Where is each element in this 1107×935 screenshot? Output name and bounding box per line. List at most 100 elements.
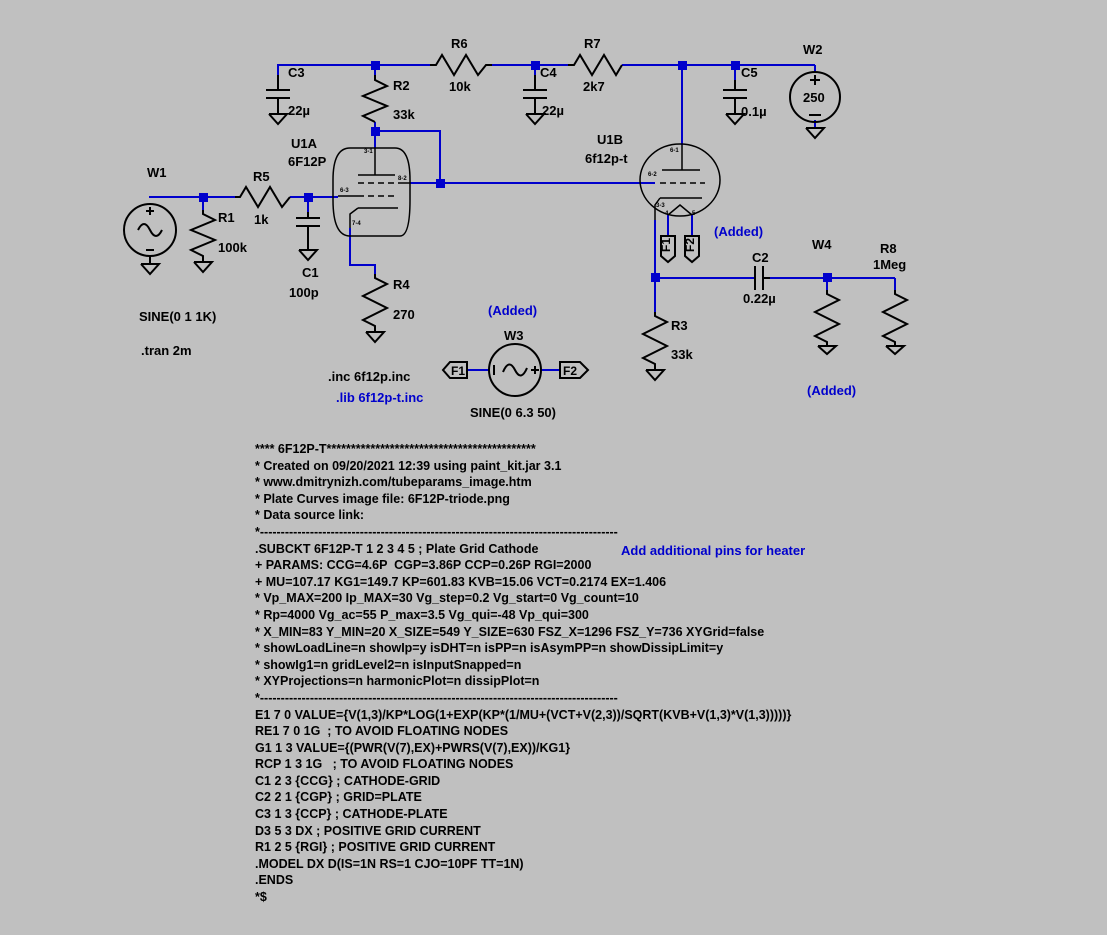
value-c5: 0.1µ [741,104,767,119]
value-r7: 2k7 [583,79,605,94]
netlist-line: * XYProjections=n harmonicPlot=n dissipP… [255,674,540,689]
source-w3[interactable] [488,343,542,397]
label-w4: W4 [812,237,832,252]
label-r1: R1 [218,210,235,225]
netlist-line: + PARAMS: CCG=4.6P CGP=3.86P CCP=0.26P R… [255,558,592,573]
netlist-line: * showLoadLine=n showIp=y isDHT=n isPP=n… [255,641,724,656]
capacitor-c5[interactable] [723,80,747,126]
flag-label-f2-tube: F2 [683,237,697,252]
net-flag-f2-tube[interactable] [684,235,700,264]
directive-tran[interactable]: .tran 2m [141,343,192,358]
netlist-line: C1 2 3 {CCG} ; CATHODE-GRID [255,773,441,788]
label-c2: C2 [752,250,769,265]
net-flag-f1-tube[interactable] [660,235,676,264]
source-w1[interactable] [123,203,177,276]
label-w3: W3 [504,328,524,343]
netlist-line: * Data source link: [255,508,365,523]
directive-source[interactable]: SINE(0 1 1K) [139,309,217,324]
netlist-line: + MU=107.17 KG1=149.7 KP=601.83 KVB=15.0… [255,574,667,589]
resistor-r6[interactable] [430,53,492,77]
netlist-line: *---------------------------------------… [255,524,618,539]
net-flag-f2-right[interactable] [559,361,590,379]
resistor-r5[interactable] [235,185,291,209]
pin-label: 4 [665,211,669,217]
resistor-r4[interactable] [360,274,390,344]
netlist-line: * Rp=4000 Vg_ac=55 P_max=3.5 Vg_qui=-48 … [255,607,589,622]
pin-label: 3-3 [656,203,665,209]
value-w2: 250 [803,90,825,105]
label-r5: R5 [253,169,270,184]
label-c3: C3 [288,65,305,80]
label-w1: W1 [147,165,167,180]
junction-nodes [199,61,832,282]
netlist-line: * Created on 09/20/2021 12:39 using pain… [255,458,562,473]
pin-label: 7-4 [352,221,361,227]
model-u1b: 6f12p-t [585,151,628,166]
label-c4: C4 [540,65,557,80]
model-u1a: 6F12P [288,154,327,169]
value-r4: 270 [393,307,415,322]
pin-label: 6-3 [340,188,349,194]
netlist-line: E1 7 0 VALUE={V(1,3)/KP*LOG(1+EXP(KP*(1/… [255,707,792,722]
netlist-line: .SUBCKT 6F12P-T 1 2 3 4 5 ; Plate Grid C… [255,541,539,556]
value-c2: 0.22µ [743,291,776,306]
added-note-tube: (Added) [714,224,764,239]
label-r4: R4 [393,277,410,292]
pin-label: 6-2 [648,172,657,178]
label-u1a: U1A [291,136,318,151]
flag-label-f1-left: F1 [451,364,466,378]
value-r8: 1Meg [873,257,907,272]
label-c5: C5 [741,65,758,80]
heater-note: Add additional pins for heater [621,543,806,558]
value-r5: 1k [254,212,269,227]
flag-label-f2-right: F2 [563,364,578,378]
netlist-line: D3 5 3 DX ; POSITIVE GRID CURRENT [255,823,481,838]
resistor-r2[interactable] [360,75,390,123]
resistor-r1[interactable] [188,210,218,274]
directive-inc[interactable]: .inc 6f12p.inc [328,369,411,384]
netlist-line: .ENDS [255,873,294,888]
resistor-r8[interactable] [880,290,910,356]
directive-lib[interactable]: .lib 6f12p-t.inc [336,390,424,405]
value-r6: 10k [449,79,471,94]
value-w3: SINE(0 6.3 50) [470,405,556,420]
netlist-line: *$ [255,890,267,905]
netlist-line: C3 1 3 {CCP} ; CATHODE-PLATE [255,807,448,822]
spice-netlist[interactable]: **** 6F12P-T****************************… [255,441,791,906]
tube-u1b[interactable] [639,143,721,220]
label-r2: R2 [393,78,410,93]
resistor-r3[interactable] [640,312,670,382]
value-r3: 33k [671,347,693,362]
resistor-r7[interactable] [568,53,623,77]
netlist-line: RE1 7 0 1G ; TO AVOID FLOATING NODES [255,724,509,739]
capacitor-c1[interactable] [296,212,320,262]
netlist-line: RCP 1 3 1G ; TO AVOID FLOATING NODES [255,757,514,772]
value-r2: 33k [393,107,415,122]
netlist-line: * showIg1=n gridLevel2=n isInputSnapped=… [255,657,522,672]
tube-u1a[interactable] [332,147,411,237]
netlist-line: .MODEL DX D(IS=1N RS=1 CJO=10PF TT=1N) [255,856,524,871]
label-r3: R3 [671,318,688,333]
label-c1: C1 [302,265,319,280]
source-w2[interactable] [789,71,841,140]
capacitor-c3[interactable] [266,75,290,126]
netlist-line: * Plate Curves image file: 6F12P-triode.… [255,491,510,506]
pin-label: 5 [692,211,696,217]
added-note-load: (Added) [807,383,857,398]
capacitor-c4[interactable] [523,75,547,126]
netlist-line: **** 6F12P-T****************************… [255,442,536,456]
netlist-line: C2 2 1 {CGP} ; GRID=PLATE [255,790,422,805]
netlist-line: * www.dmitrynizh.com/tubeparams_image.ht… [255,475,532,490]
capacitor-c2[interactable] [754,266,770,290]
netlist-line: G1 1 3 VALUE={(PWR(V(7),EX)+PWRS(V(7),EX… [255,740,571,755]
netlist-line: * Vp_MAX=200 Ip_MAX=30 Vg_step=0.2 Vg_st… [255,591,639,606]
pin-label: 6-1 [670,148,679,154]
net-flag-f1-left[interactable] [441,361,468,379]
label-r8: R8 [880,241,897,256]
resistor-w4-load[interactable] [812,290,842,356]
label-r7: R7 [584,36,601,51]
label-w2: W2 [803,42,823,57]
netlist-line: R1 2 5 {RGI} ; POSITIVE GRID CURRENT [255,840,496,855]
value-c3: 22µ [288,103,310,118]
